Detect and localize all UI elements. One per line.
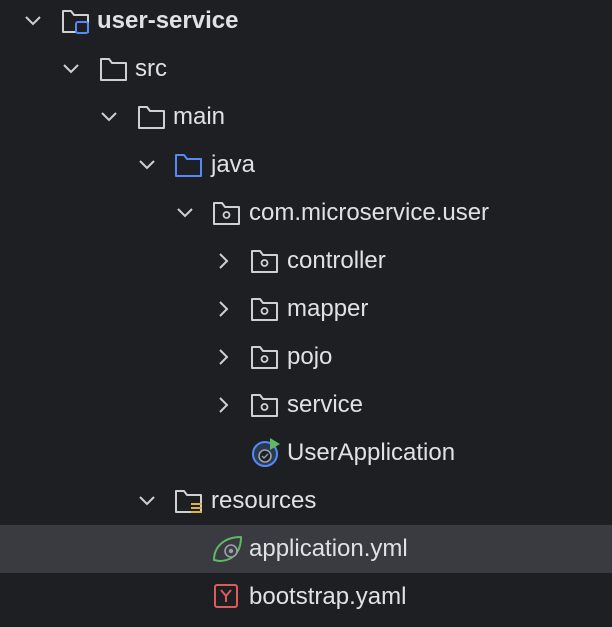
tree-item-bootstrap-yaml[interactable]: bootstrap.yaml: [0, 573, 612, 621]
chevron-down-icon[interactable]: [59, 57, 83, 81]
tree-item-label: application.yml: [249, 535, 408, 562]
resources-folder-icon: [175, 490, 202, 513]
tree-item-user-application[interactable]: UserApplication: [0, 429, 612, 477]
tree-item-java[interactable]: java: [0, 141, 612, 189]
chevron-right-icon[interactable]: [211, 345, 235, 369]
package-icon: [251, 346, 278, 369]
tree-item-label: main: [173, 103, 226, 130]
tree-item-label: resources: [211, 487, 317, 514]
tree-item-package-root[interactable]: com.microservice.user: [0, 189, 612, 237]
tree-item-user-service[interactable]: user-service: [0, 0, 612, 45]
tree-item-label: UserApplication: [287, 439, 456, 466]
source-root-folder-icon: [175, 154, 202, 177]
package-icon: [213, 202, 240, 225]
tree-item-label: src: [135, 55, 167, 82]
spring-boot-app-icon: [252, 438, 280, 467]
chevron-down-icon[interactable]: [173, 201, 197, 225]
tree-item-pojo[interactable]: pojo: [0, 333, 612, 381]
folder-icon: [100, 58, 127, 81]
chevron-down-icon[interactable]: [135, 153, 159, 177]
tree-item-src[interactable]: src: [0, 45, 612, 93]
chevron-right-icon[interactable]: [211, 393, 235, 417]
folder-icon: [138, 106, 165, 129]
tree-item-label: service: [287, 391, 364, 418]
tree-item-label: pojo: [287, 343, 333, 370]
chevron-down-icon[interactable]: [21, 9, 45, 33]
tree-item-label: controller: [287, 247, 386, 274]
package-icon: [251, 250, 278, 273]
tree-item-resources[interactable]: resources: [0, 477, 612, 525]
tree-item-label: java: [211, 151, 256, 178]
tree-item-label: bootstrap.yaml: [249, 583, 407, 610]
package-icon: [251, 394, 278, 417]
chevron-down-icon[interactable]: [97, 105, 121, 129]
tree-item-label: mapper: [287, 295, 369, 322]
tree-item-main[interactable]: main: [0, 93, 612, 141]
spring-config-icon: [213, 536, 242, 562]
tree-item-application-yml[interactable]: application.yml: [0, 525, 612, 573]
chevron-right-icon[interactable]: [211, 297, 235, 321]
tree-item-label: user-service: [97, 7, 239, 34]
tree-item-service[interactable]: service: [0, 381, 612, 429]
module-folder-icon: [62, 10, 89, 34]
tree-item-mapper[interactable]: mapper: [0, 285, 612, 333]
chevron-right-icon[interactable]: [211, 249, 235, 273]
tree-item-controller[interactable]: controller: [0, 237, 612, 285]
tree-item-label: com.microservice.user: [249, 199, 490, 226]
yaml-file-icon: [214, 584, 238, 608]
package-icon: [251, 298, 278, 321]
chevron-down-icon[interactable]: [135, 489, 159, 513]
